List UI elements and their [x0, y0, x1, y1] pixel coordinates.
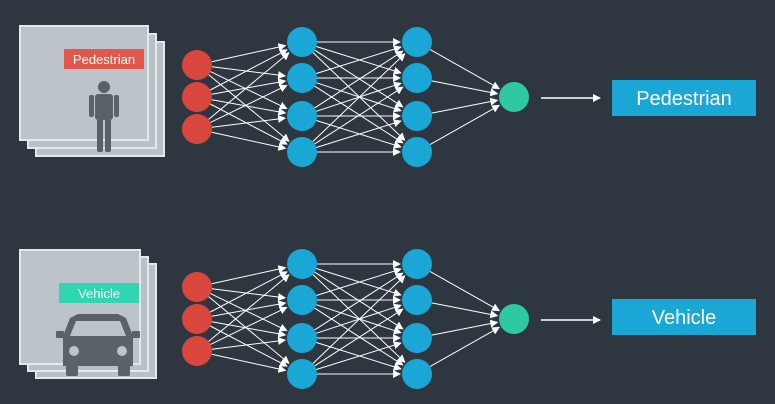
network-edge	[316, 119, 402, 148]
hidden-node	[402, 63, 432, 93]
result-box	[612, 299, 756, 335]
output-node	[499, 304, 529, 334]
input-node	[182, 272, 212, 302]
network-edge	[316, 45, 402, 74]
hidden-node	[402, 359, 432, 389]
hidden-node	[402, 27, 432, 57]
input-node	[182, 50, 212, 80]
network-edge	[314, 50, 404, 109]
input-node	[182, 304, 212, 334]
row-pedestrian: Pedestrian Pedestrian	[19, 25, 756, 167]
image-frame-front	[19, 25, 149, 141]
network-edge	[208, 52, 290, 120]
network-edge	[211, 300, 287, 317]
hidden-node	[287, 27, 317, 57]
network-edge	[316, 268, 402, 297]
network-edge	[431, 80, 499, 97]
network-edge	[211, 78, 287, 95]
network-edges	[208, 38, 501, 156]
output-node	[499, 82, 529, 112]
neural-network	[182, 27, 529, 167]
network-edge	[211, 353, 287, 373]
hidden-node	[287, 137, 317, 167]
network-edge	[208, 74, 290, 142]
hidden-node	[402, 249, 432, 279]
image-tag-box	[59, 283, 139, 303]
hidden-node	[402, 101, 432, 131]
network-edge	[316, 304, 402, 335]
hidden-node	[402, 323, 432, 353]
network-edge	[431, 302, 499, 319]
network-edge	[211, 131, 287, 151]
car-icon	[56, 314, 140, 376]
hidden-node	[287, 285, 317, 315]
network-edge	[314, 85, 404, 144]
network-edge	[314, 86, 404, 145]
network-edge	[210, 71, 288, 110]
row-vehicle: Vehicle Vehicle	[19, 249, 756, 389]
result-label: Pedestrian	[636, 88, 732, 110]
network-edge	[210, 103, 288, 145]
hidden-node	[287, 101, 317, 131]
network-edge	[316, 82, 402, 113]
network-edge	[211, 99, 287, 116]
network-edge	[429, 270, 501, 312]
result-label: Vehicle	[652, 307, 717, 329]
result-box	[612, 80, 756, 116]
input-node	[182, 114, 212, 144]
hidden-node	[287, 359, 317, 389]
network-edge	[312, 275, 406, 364]
hidden-node	[287, 323, 317, 353]
network-edge	[429, 326, 501, 368]
network-edge	[314, 308, 404, 367]
input-node	[182, 82, 212, 112]
network-edge	[208, 274, 290, 342]
network-edge	[316, 46, 402, 75]
image-tag-box	[64, 49, 144, 69]
network-edge	[312, 53, 406, 142]
hidden-node	[287, 249, 317, 279]
input-node	[182, 336, 212, 366]
network-edge	[210, 49, 288, 91]
image-stack: Vehicle	[19, 249, 157, 379]
network-edge	[316, 267, 402, 296]
image-tag-label: Vehicle	[78, 286, 120, 301]
network-edge	[314, 307, 404, 366]
network-edge	[211, 265, 287, 285]
pedestrian-icon	[89, 81, 119, 152]
network-edge	[429, 104, 501, 146]
image-tag-label: Pedestrian	[73, 52, 135, 67]
network-edge	[210, 271, 288, 313]
network-edge	[210, 325, 288, 367]
network-edge	[211, 114, 287, 128]
network-edge	[210, 306, 288, 345]
network-edge	[211, 288, 287, 302]
hidden-node	[402, 285, 432, 315]
network-edge	[314, 272, 404, 331]
network-edge	[429, 48, 501, 90]
network-edge	[210, 293, 288, 332]
network-edge	[208, 296, 290, 364]
network-edge	[316, 341, 402, 370]
network-edge	[431, 97, 499, 114]
network-edge	[431, 319, 499, 336]
network-edge	[211, 321, 287, 338]
network-edge	[211, 66, 287, 80]
image-stack: Pedestrian	[19, 25, 165, 157]
network-edges	[208, 260, 501, 378]
network-edge	[211, 43, 287, 63]
network-edge	[210, 84, 288, 123]
hidden-node	[287, 63, 317, 93]
hidden-node	[402, 137, 432, 167]
neural-network	[182, 249, 529, 389]
network-edge	[211, 336, 287, 350]
